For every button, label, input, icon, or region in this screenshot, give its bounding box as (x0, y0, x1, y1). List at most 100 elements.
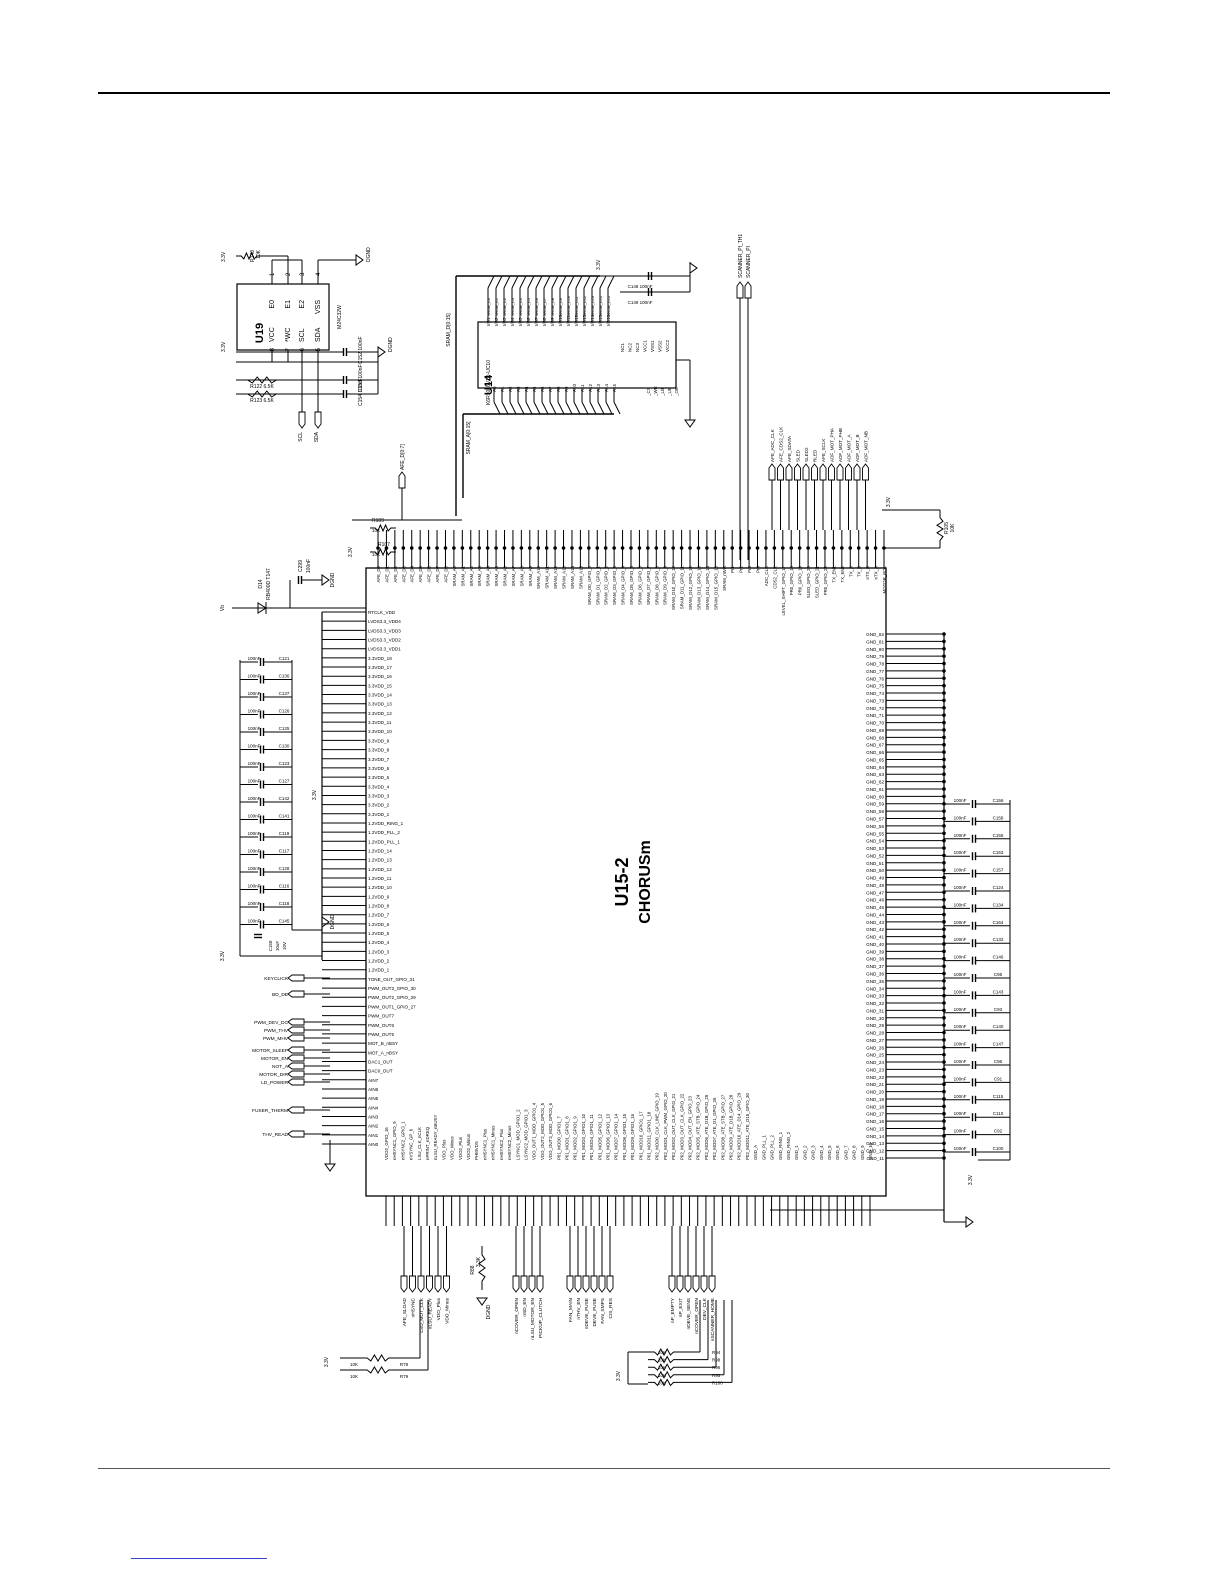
afe-bus-flag (398, 471, 406, 489)
left-net-flag (287, 1106, 305, 1114)
bottom-net-group4-label: nDEVE_SENS (686, 1298, 692, 1329)
eeprom-pin-num: 3 (300, 272, 306, 276)
afe-net-label: ADF_MOT_NB (864, 431, 869, 462)
sram-gnd (689, 262, 698, 274)
bottom-net-group2-flag (512, 1275, 520, 1293)
main-ic-left-pin-name: LVDS3.3_VDD1 (368, 647, 401, 652)
bottom-left-resistor (360, 1354, 396, 1362)
sram-data-label: I/O7 (534, 317, 539, 326)
main-ic-bottom-pin-name: nVSYNC_GP_6 (409, 1128, 414, 1160)
main-ic-left-pin-name: DAC1_OUT (368, 1059, 393, 1064)
main-ic-bottom-pin-name: P02_MOD5_ATE_STB_GPIO_24 (696, 1094, 701, 1160)
main-ic-top-pin-name: SRAM_A15 (578, 565, 583, 588)
main-ic-left-pin-name: MOT_B_nBSY (368, 1041, 398, 1046)
afe-net-flag (802, 463, 810, 481)
left-cap-ref: C130 (279, 744, 290, 749)
bottom-net-group2-flag (536, 1275, 544, 1293)
main-ic-top-pin-name: SRAM_A13 (562, 565, 567, 588)
afe-net-label: ADF_MOT_PHA (830, 427, 835, 462)
right-gnd-dot (942, 691, 946, 695)
main-ic-right-pin-name: GND_63 (866, 772, 884, 777)
left-net-label: LD_POWER (261, 1080, 288, 1086)
afe-net-flag (862, 463, 869, 481)
main-ic-bottom-pin-name: P01_MOD0_GPIO1_7 (556, 1116, 561, 1160)
right-gnd-dot (942, 1030, 946, 1035)
sram-ctrl-pin: _UB (667, 387, 672, 397)
sram-part: K6R1016V1D-UC10 (486, 360, 492, 405)
sram-ctrl-pin: _WE (653, 386, 658, 397)
main-ic-left-pin-name: 3.3VDD_6 (368, 766, 390, 771)
main-ic-bottom-pin-name: nHSYNC2_Plus (499, 1128, 504, 1160)
sram-data-net: SRAM_D6 (535, 298, 539, 316)
main-ic-right-pin-name: GND_34 (866, 986, 884, 991)
right-gnd-dot (942, 742, 946, 747)
main-ic-top-pin-dot (528, 546, 532, 550)
sram-data-net: SRAM_D2 (503, 298, 507, 316)
right-cap-ref: C96 (994, 1059, 1003, 1064)
right-cap-value: 100nF (954, 1042, 967, 1047)
main-ic-top-pin-name: SRAM_D9_GPIO_9 (663, 565, 668, 605)
right-cap-ref: C124 (993, 885, 1004, 890)
bottom-net-group4-flag (692, 1275, 700, 1293)
main-ic-top-pin-name: SRAM_D11_GPIO_11 (680, 565, 685, 609)
main-ic-bottom-pin-name: GND_10 (868, 1142, 873, 1160)
bottom-net-group1-label: VDO_Minus (445, 1297, 451, 1323)
right-gnd-dot (942, 860, 946, 865)
bottom-right-resistor-ref: R94 (712, 1350, 721, 1355)
right-gnd-dot (942, 1089, 946, 1094)
main-ic-top-pin-name: Pr4 (756, 565, 761, 572)
main-ic-top-pin-name: SRAM_D5_GPIO_5 (629, 565, 634, 605)
sram-data-label: I/O2 (494, 317, 499, 326)
main-ic-left-pin-name: 3.3VDD_17 (368, 665, 392, 670)
left-cap-ref: C126 (279, 709, 290, 714)
left-cap-value: 100nF (248, 814, 261, 819)
main-ic-bottom-pin-name: GND_6 (835, 1145, 840, 1160)
left-net-flag (287, 974, 305, 982)
afe-bus-label: AFE_D[0:7] (400, 444, 406, 470)
bottom-net-group4-flag (700, 1275, 708, 1293)
eeprom-cap-gnd (377, 346, 386, 358)
bottom-net-group2-flag (520, 1275, 528, 1293)
main-ic-bottom-pin-name: VDO2_Plus (458, 1136, 463, 1160)
bottom-right-resistor (648, 1347, 680, 1357)
main-ic-right-pin-name: GND_81 (866, 639, 884, 644)
eeprom-vcc-label-2: 3.3V (221, 341, 227, 352)
main-ic-top-pin-name: AFE_D0 (376, 565, 381, 582)
bottom-net-group4-label: DEV_CLK (702, 1297, 708, 1320)
wire (591, 275, 599, 289)
main-ic-bottom-pin-name: GND_RING_1 (778, 1131, 783, 1160)
right-3v3-label: 3.3V (968, 1174, 974, 1185)
main-ic-left-pin-name: 1.2VDD_6 (368, 922, 390, 927)
sram-addr-label: A5 (532, 386, 537, 392)
wire (511, 275, 519, 289)
sram-addr-label: A1 (500, 386, 505, 392)
afe-net-label: AFE_SCLK (821, 438, 826, 462)
main-ic-right-pin-name: GND_18 (866, 1104, 884, 1109)
right-gnd-dot (942, 838, 946, 843)
left-net-flag (287, 1034, 305, 1042)
main-ic-right-pin-name: GND_69 (866, 728, 884, 733)
right-cap-value: 100nF (954, 989, 967, 994)
right-cap-ref: C110 (993, 1111, 1004, 1116)
main-ic-left-pin-name: 1.2VDD_7 (368, 913, 390, 918)
wire (589, 401, 597, 415)
bottom-net-group3-flag (590, 1275, 598, 1293)
right-gnd-dot (942, 964, 946, 968)
ain-gnd (324, 1163, 336, 1172)
main-ic-bottom-pin-name: P01_MOD6_GPIO1_13 (605, 1113, 610, 1160)
main-ic-right-pin-name: GND_78 (866, 662, 884, 667)
right-cap-value: 100nF (954, 1059, 967, 1064)
main-ic-top-pin-dot (502, 546, 507, 550)
scanner-net-flag (744, 281, 752, 299)
right-gnd-dot (942, 779, 946, 784)
left-cap-ref: C121 (279, 656, 290, 661)
main-ic-bottom-pin-name: P02_MOD11_ATE_D15_GPIO_30 (745, 1092, 750, 1160)
eeprom-pin-right: E2 (299, 300, 306, 309)
right-cap-value: 100nF (954, 833, 967, 838)
right-gnd-dot (942, 639, 946, 644)
eeprom-pin-left: SDA (315, 327, 322, 342)
main-ic-bottom-pin-name: GND_7 (843, 1145, 848, 1160)
main-ic-bottom-pin-name: nHSYNC1_GPIO_9 (392, 1121, 397, 1160)
resistor-r107-label: R107 (378, 542, 390, 548)
main-ic-bottom-pin-name: P02_MOD3_OUT_CLK_GPIO_22 (679, 1093, 684, 1160)
